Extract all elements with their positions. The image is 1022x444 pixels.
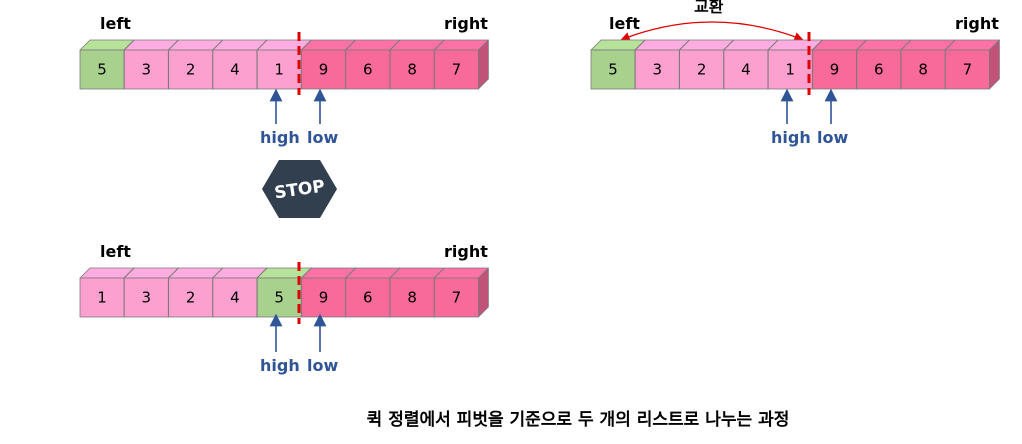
- cell-value: 8: [407, 61, 417, 79]
- array-cell: 7: [433, 39, 489, 90]
- cell-value: 2: [697, 61, 707, 79]
- cell-value: 6: [874, 61, 884, 79]
- panel-initial: left right 5 3 2 4 1 9 6 8 7 high low: [79, 14, 489, 147]
- right-label: right: [444, 14, 488, 33]
- cell-value: 7: [452, 289, 462, 307]
- array-row: 5 3 2 4 1 9 6 8 7: [79, 39, 489, 90]
- swap-label: 교환: [694, 0, 724, 16]
- cell-value: 4: [741, 61, 751, 79]
- swap-arrow: [620, 21, 804, 41]
- cell-value: 8: [918, 61, 928, 79]
- panel-result: left right 1 3 2 4 5 9 6 8 7 high low: [79, 242, 489, 375]
- cell-value: 5: [274, 289, 284, 307]
- cell-value: 6: [363, 61, 373, 79]
- cell-value: 2: [186, 61, 196, 79]
- array-cell: 6: [856, 39, 912, 90]
- left-label: left: [609, 14, 640, 33]
- high-label: high: [260, 128, 300, 147]
- cell-value: 1: [274, 61, 284, 79]
- cell-value: 8: [407, 289, 417, 307]
- stop-sign-icon: STOP: [262, 160, 337, 218]
- cell-value: 9: [319, 61, 329, 79]
- low-label: low: [307, 128, 338, 147]
- cell-value: 2: [186, 289, 196, 307]
- low-label: low: [307, 356, 338, 375]
- cell-value: 6: [363, 289, 373, 307]
- right-label: right: [444, 242, 488, 261]
- cell-value: 9: [830, 61, 840, 79]
- array-row: 1 3 2 4 5 9 6 8 7: [79, 267, 489, 318]
- array-cell: 7: [945, 39, 1000, 90]
- cell-value: 5: [608, 61, 618, 79]
- cell-value: 7: [452, 61, 462, 79]
- cell-value: 7: [963, 61, 973, 79]
- cell-value: 4: [230, 289, 240, 307]
- array-cell: 7: [433, 267, 489, 318]
- array-row: 5 3 2 4 1 9 6 8 7: [590, 39, 1000, 90]
- cell-value: 3: [653, 61, 663, 79]
- high-label: high: [771, 128, 811, 147]
- cell-value: 3: [142, 289, 152, 307]
- array-cell: 8: [389, 267, 445, 318]
- cell-value: 3: [142, 61, 152, 79]
- caption: 퀵 정렬에서 피벗을 기준으로 두 개의 리스트로 나누는 과정: [367, 409, 790, 430]
- low-label: low: [817, 128, 848, 147]
- cell-value: 1: [97, 289, 107, 307]
- left-label: left: [100, 14, 131, 33]
- panel-swap: left right 교환 5 3 2 4 1 9 6 8 7 high low: [590, 0, 1000, 147]
- cell-value: 1: [785, 61, 795, 79]
- left-label: left: [100, 242, 131, 261]
- array-cell: 4: [723, 39, 779, 90]
- right-label: right: [955, 14, 999, 33]
- cell-value: 9: [319, 289, 329, 307]
- high-label: high: [260, 356, 300, 375]
- cell-value: 4: [230, 61, 240, 79]
- cell-value: 5: [97, 61, 107, 79]
